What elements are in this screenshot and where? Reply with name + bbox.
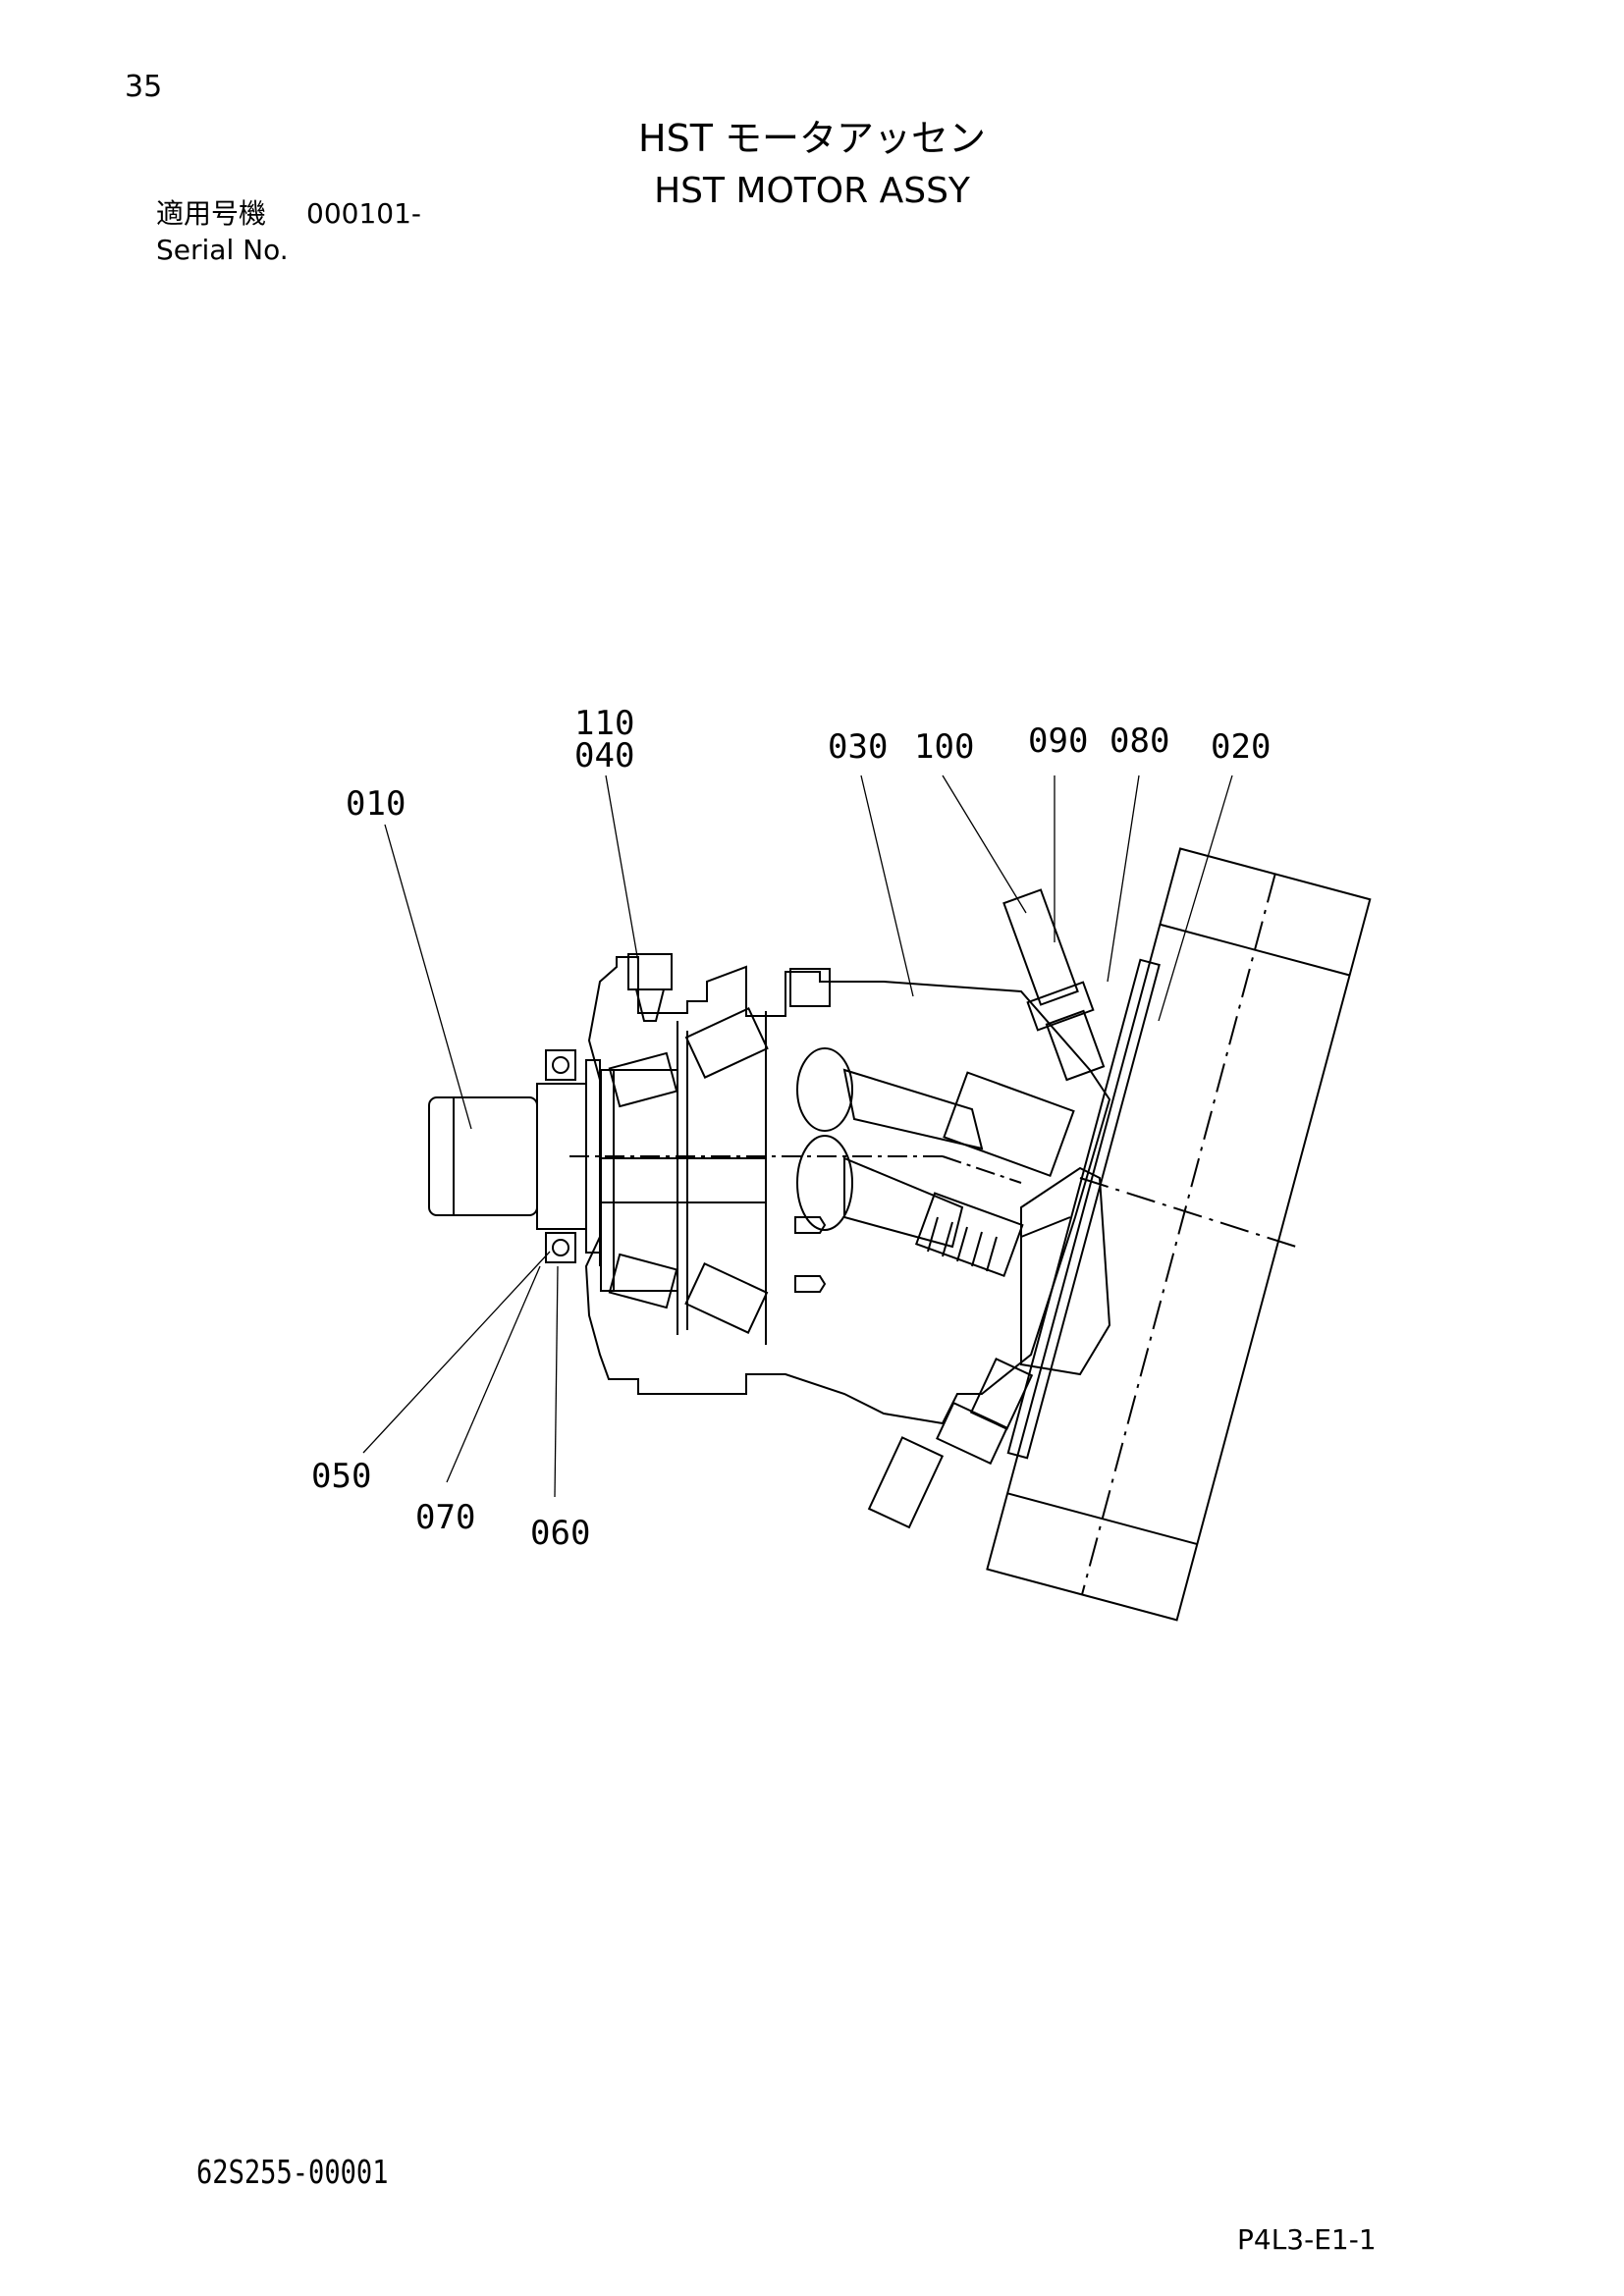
tapered-bearings (608, 1006, 769, 1334)
page-title-japanese: HST モータアッセン (638, 117, 986, 160)
serial-number-value: 000101- (306, 197, 421, 230)
plug-bolts (627, 953, 831, 1022)
leader-lines (362, 774, 1233, 1498)
part-label: 090 (1028, 721, 1088, 761)
part-label: 080 (1110, 721, 1169, 761)
part-label: 010 (346, 784, 406, 824)
part-label: 100 (914, 727, 974, 767)
front-flange (536, 1049, 601, 1263)
part-label: 060 (530, 1514, 590, 1553)
page-number: 35 (125, 70, 163, 104)
stud-bolts (794, 1216, 827, 1293)
part-label: 020 (1211, 727, 1271, 767)
page-title-english: HST MOTOR ASSY (654, 171, 970, 211)
serial-label-japanese: 適用号機 (156, 197, 267, 230)
end-cap-housing (986, 847, 1372, 1622)
serial-label-english: Serial No. (156, 234, 289, 266)
part-label: 050 (311, 1457, 371, 1496)
part-label: 070 (415, 1498, 475, 1537)
relief-valve-upper (1002, 888, 1106, 1082)
port-plate (1020, 1166, 1111, 1376)
cylinder-block (600, 1069, 766, 1292)
part-labels: 110 040 010 030 100 090 080 020 050 070 … (311, 704, 1271, 1553)
page-reference: P4L3-E1-1 (1237, 2223, 1377, 2256)
piston-rods (796, 1047, 1075, 1278)
part-label: 110 (574, 704, 634, 743)
motor-housing (584, 956, 1111, 1425)
part-label: 040 (574, 736, 634, 775)
output-shaft (428, 1096, 538, 1216)
part-label: 030 (828, 727, 888, 767)
relief-valve-lower (867, 1358, 1034, 1529)
drawing-code: 62S255-00001 (196, 2153, 389, 2191)
